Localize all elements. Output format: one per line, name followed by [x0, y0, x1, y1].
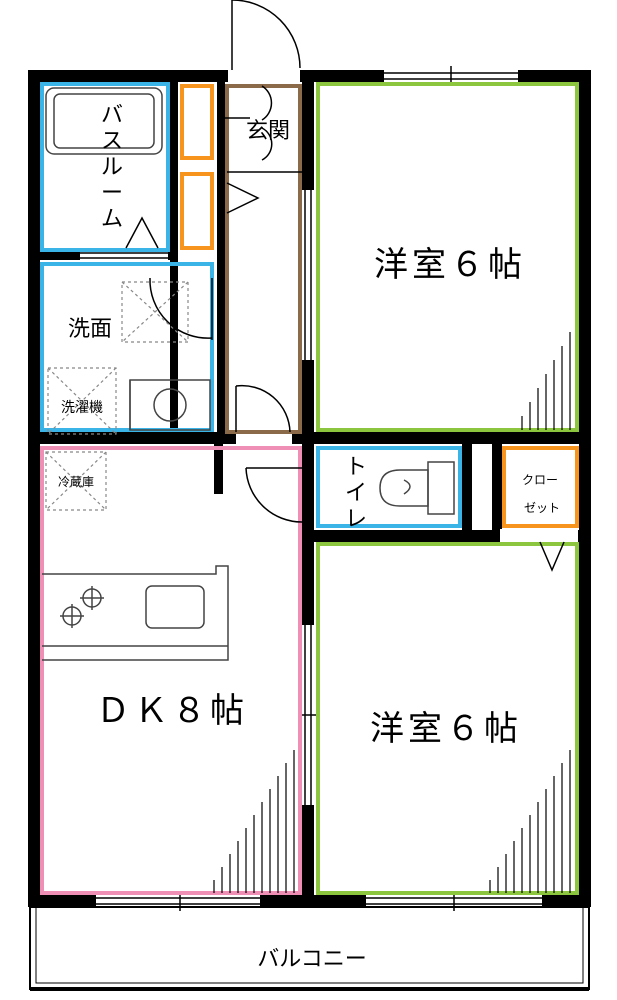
balcony-label: バルコニー [257, 947, 367, 972]
western-room-bottom-label: 洋室６帖 [370, 709, 522, 749]
room-outlines [40, 82, 579, 895]
washroom-label: 洗面 [68, 317, 112, 342]
shoe-closet-lower [180, 172, 214, 250]
western-room-bottom-outline [316, 542, 579, 895]
dk-outline [40, 446, 302, 895]
washroom-outline [40, 262, 214, 432]
washbasin-icon [121, 281, 189, 343]
dk-label: ＤＫ８帖 [96, 691, 248, 731]
door-swings [125, 182, 565, 572]
toilet-outline [316, 446, 462, 528]
entrance-door [225, 0, 302, 173]
corridor-outline [225, 84, 302, 434]
entrance-label: 玄関 [246, 119, 290, 144]
washing-machine-icon [47, 367, 117, 435]
toilet-label: トイレ [345, 455, 367, 532]
window-glazing [96, 66, 542, 911]
bathtub-icon [45, 87, 163, 155]
shoe-closet-upper [180, 84, 214, 160]
window-light-marks [213, 332, 571, 893]
closet-label-line2: ゼット [524, 501, 560, 515]
western-room-top-outline [316, 82, 579, 432]
bathroom-label: バスルーム [101, 103, 123, 232]
sink-icon [129, 379, 211, 431]
fridge-label: 冷蔵庫 [58, 475, 94, 489]
bathroom-outline [40, 82, 170, 252]
closet-label-line1: クロー [522, 473, 558, 487]
toilet-icon [379, 461, 455, 515]
fridge-icon [45, 451, 107, 511]
balcony [29, 906, 590, 991]
kitchen-counter-icon [42, 565, 229, 661]
western-room-top-label: 洋室６帖 [374, 245, 526, 285]
washing-machine-label: 洗濯機 [61, 400, 103, 416]
closet-outline [502, 446, 579, 528]
sliding-doors [80, 190, 318, 805]
